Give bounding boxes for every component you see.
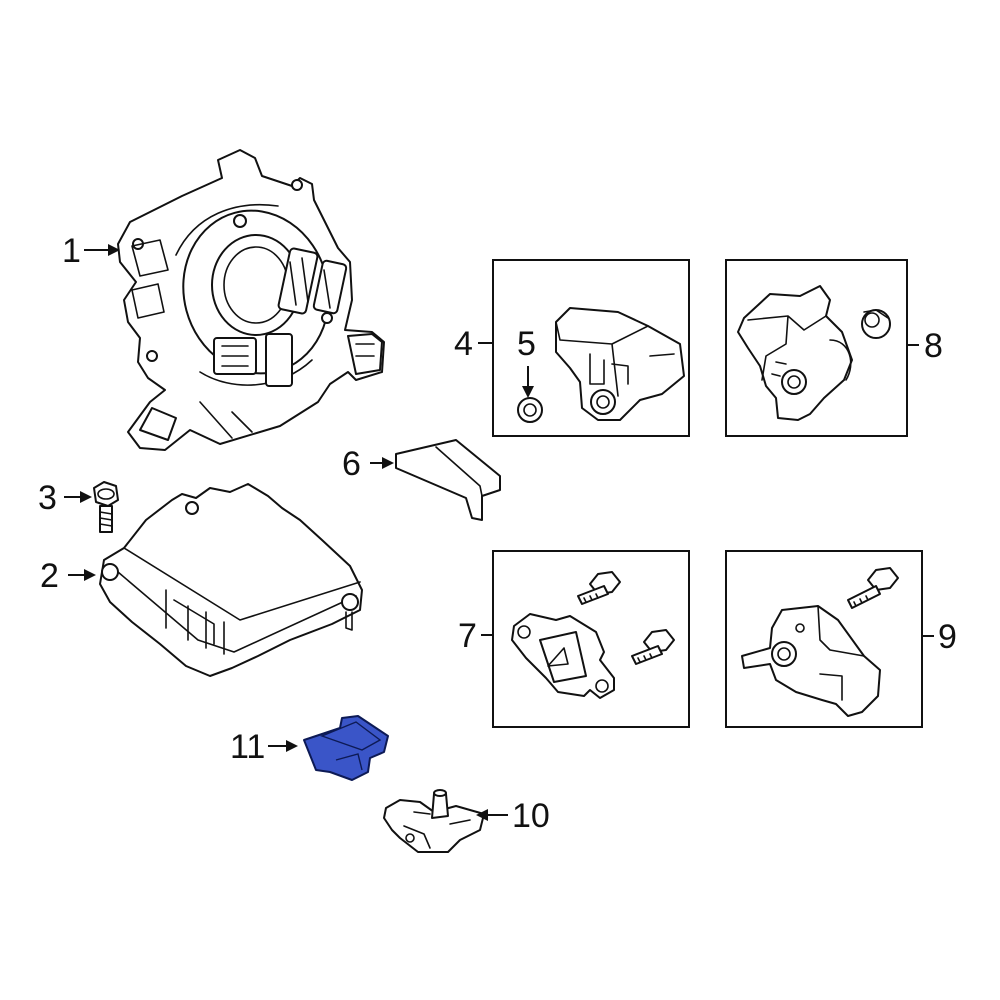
part-8-grommet[interactable] xyxy=(861,309,891,339)
part-5-clip[interactable] xyxy=(517,397,543,423)
part-4-sensor[interactable] xyxy=(555,307,685,421)
box-part-8 xyxy=(725,259,908,437)
box-part-7 xyxy=(492,550,690,728)
callout-5: 5 xyxy=(517,325,536,363)
callout-7: 7 xyxy=(458,617,477,655)
part-7-bolt-lower[interactable] xyxy=(631,629,675,665)
callout-9: 9 xyxy=(938,618,957,656)
part-7-sensor[interactable] xyxy=(511,613,615,699)
callout-6: 6 xyxy=(342,445,361,483)
part-1-clock-spring[interactable] xyxy=(117,149,385,451)
part-3-bolt[interactable] xyxy=(93,481,119,533)
part-8-sensor[interactable] xyxy=(737,285,853,421)
callout-leaders xyxy=(64,244,934,821)
callout-4: 4 xyxy=(454,325,473,363)
callout-10: 10 xyxy=(512,797,550,835)
part-11-highlighted[interactable] xyxy=(303,715,389,781)
callout-8: 8 xyxy=(924,327,943,365)
callout-11: 11 xyxy=(230,728,265,766)
callout-1: 1 xyxy=(62,232,81,270)
box-part-9 xyxy=(725,550,923,728)
part-9-bolt[interactable] xyxy=(847,567,899,609)
callout-3: 3 xyxy=(38,479,57,517)
part-7-bolt-upper[interactable] xyxy=(577,571,621,605)
box-part-4-5 xyxy=(492,259,690,437)
part-10-sensor-bracket[interactable] xyxy=(383,789,485,853)
part-2-control-module[interactable] xyxy=(99,483,363,677)
part-9-sensor[interactable] xyxy=(741,605,881,717)
callout-2: 2 xyxy=(40,557,59,595)
part-6-bracket[interactable] xyxy=(395,439,501,521)
